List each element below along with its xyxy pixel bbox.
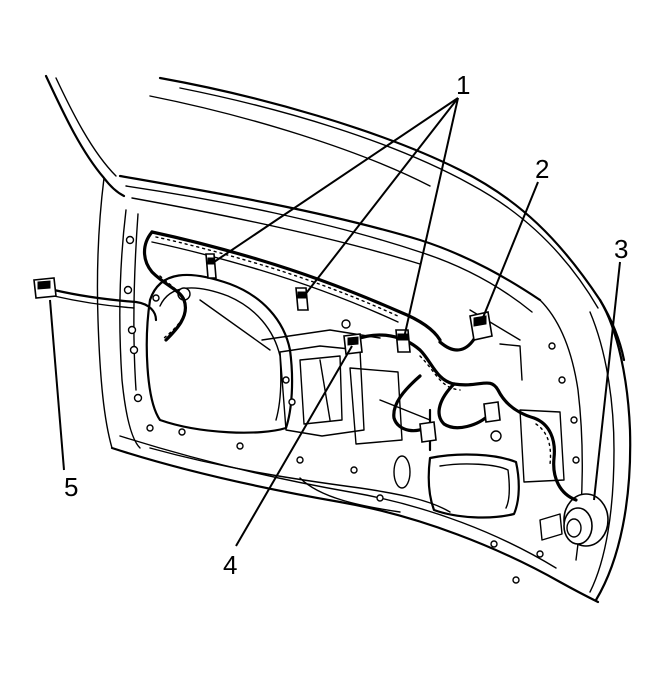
- leader-lines: [49, 97, 621, 547]
- callout-2: 2: [535, 154, 550, 184]
- callout-1: 1: [456, 70, 471, 100]
- callout-5: 5: [64, 472, 79, 502]
- door-shell: [44, 74, 632, 604]
- connectors: [33, 277, 501, 443]
- callout-3: 3: [614, 234, 629, 264]
- door-inner-panel: [145, 273, 609, 547]
- wiring-harness: [52, 230, 578, 502]
- callout-4: 4: [223, 550, 238, 580]
